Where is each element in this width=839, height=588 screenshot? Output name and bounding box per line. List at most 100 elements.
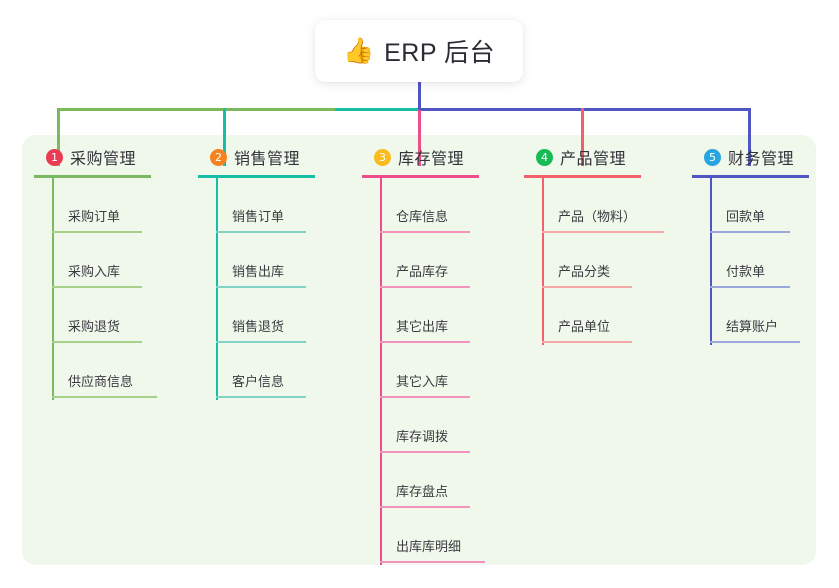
module-item[interactable]: 采购订单: [34, 178, 202, 233]
module-item-rule: [52, 286, 142, 288]
module-item-label: 仓库信息: [396, 209, 449, 224]
module-trunk-line: [52, 178, 54, 400]
module-item-rule: [542, 286, 632, 288]
module-header-rule: [692, 175, 809, 178]
branch-drop-5: [748, 108, 751, 166]
module-item[interactable]: 其它入库: [362, 343, 530, 398]
branch-drop-2: [223, 108, 226, 166]
module-header-4[interactable]: 4 产品管理: [524, 145, 700, 169]
module-title: 采购管理: [70, 151, 137, 168]
module-item-label: 其它入库: [396, 374, 449, 389]
module-item-rule: [380, 396, 470, 398]
module-header-1[interactable]: 1 采购管理: [34, 145, 202, 169]
module-item-rule: [542, 341, 632, 343]
module-item[interactable]: 仓库信息: [362, 178, 530, 233]
module-column-5: 5 财务管理回款单付款单结算账户: [692, 145, 839, 345]
module-trunk-line: [216, 178, 218, 400]
bus-segment-teal: [335, 108, 418, 111]
module-item-rule: [380, 451, 470, 453]
bus-segment-blue: [418, 108, 751, 111]
module-item-rule: [380, 286, 470, 288]
module-trunk-line: [710, 178, 712, 345]
branch-drop-3: [418, 108, 421, 166]
module-item-rule: [216, 286, 306, 288]
module-item-label: 销售出库: [232, 264, 285, 279]
module-item-tree: 销售订单销售出库销售退货客户信息: [198, 178, 366, 400]
module-column-4: 4 产品管理产品（物料） 产品分类产品单位: [524, 145, 700, 345]
module-item[interactable]: 回款单: [692, 178, 839, 233]
module-item-label: 客户信息: [232, 374, 285, 389]
module-number-badge: 4: [536, 148, 553, 166]
module-number-badge: 5: [704, 148, 721, 166]
module-item-rule: [380, 506, 470, 508]
module-item[interactable]: 出库库明细: [362, 508, 530, 563]
module-trunk-line: [542, 178, 544, 345]
module-header-rule: [198, 175, 315, 178]
modules-panel: [22, 135, 816, 565]
module-item-label: 库存盘点: [396, 484, 449, 499]
module-item-rule: [52, 231, 142, 233]
module-number-badge: 3: [374, 148, 391, 166]
module-item[interactable]: 销售订单: [198, 178, 366, 233]
module-item[interactable]: 产品（物料）: [524, 178, 700, 233]
module-item-label: 其它出库: [396, 319, 449, 334]
module-number-badge: 1: [46, 148, 63, 166]
module-item[interactable]: 库存调拨: [362, 398, 530, 453]
module-item-label: 采购退货: [68, 319, 121, 334]
module-item[interactable]: 客户信息: [198, 343, 366, 398]
module-item[interactable]: 产品分类: [524, 233, 700, 288]
module-item-label: 采购订单: [68, 209, 121, 224]
module-item-label: 库存调拨: [396, 429, 449, 444]
module-item[interactable]: 采购入库: [34, 233, 202, 288]
module-item-tree: 仓库信息产品库存其它出库其它入库库存调拨库存盘点出库库明细: [362, 178, 530, 565]
module-item-rule: [710, 341, 800, 343]
module-item-rule: [380, 561, 485, 563]
root-trunk-connector: [418, 82, 421, 110]
module-item[interactable]: 库存盘点: [362, 453, 530, 508]
module-item-rule: [216, 341, 306, 343]
module-item[interactable]: 产品单位: [524, 288, 700, 343]
module-item-rule: [710, 286, 790, 288]
module-item-tree: 采购订单采购入库采购退货供应商信息: [34, 178, 202, 400]
module-item-label: 产品单位: [558, 319, 611, 334]
page-title: ERP 后台: [384, 39, 496, 67]
module-item-label: 出库库明细: [396, 539, 462, 554]
module-item[interactable]: 结算账户: [692, 288, 839, 343]
module-number-badge: 2: [210, 148, 227, 166]
root-node-card[interactable]: 👍 ERP 后台: [315, 20, 523, 82]
module-item[interactable]: 产品库存: [362, 233, 530, 288]
module-item-rule: [52, 396, 157, 398]
module-header-rule: [34, 175, 151, 178]
module-header-5[interactable]: 5 财务管理: [692, 145, 839, 169]
module-item[interactable]: 采购退货: [34, 288, 202, 343]
module-item-rule: [52, 341, 142, 343]
module-trunk-line: [380, 178, 382, 565]
module-item-label: 产品分类: [558, 264, 611, 279]
module-item-label: 销售退货: [232, 319, 285, 334]
module-item-label: 结算账户: [726, 319, 779, 334]
module-title: 财务管理: [728, 151, 795, 168]
module-title: 产品管理: [560, 151, 627, 168]
branch-drop-4: [581, 108, 584, 166]
thumbs-up-icon: 👍: [342, 36, 375, 65]
module-item-rule: [380, 231, 470, 233]
module-item-tree: 产品（物料） 产品分类产品单位: [524, 178, 700, 345]
module-item[interactable]: 销售退货: [198, 288, 366, 343]
module-item-label: 采购入库: [68, 264, 121, 279]
module-item-rule: [542, 231, 664, 233]
module-item[interactable]: 销售出库: [198, 233, 366, 288]
module-item[interactable]: 供应商信息: [34, 343, 202, 398]
module-item-label: 销售订单: [232, 209, 285, 224]
module-item-rule: [710, 231, 790, 233]
module-item-rule: [216, 396, 306, 398]
module-item[interactable]: 其它出库: [362, 288, 530, 343]
module-column-1: 1 采购管理采购订单采购入库采购退货供应商信息: [34, 145, 202, 400]
module-item[interactable]: 付款单: [692, 233, 839, 288]
module-item-tree: 回款单付款单结算账户: [692, 178, 839, 345]
module-item-rule: [216, 231, 306, 233]
